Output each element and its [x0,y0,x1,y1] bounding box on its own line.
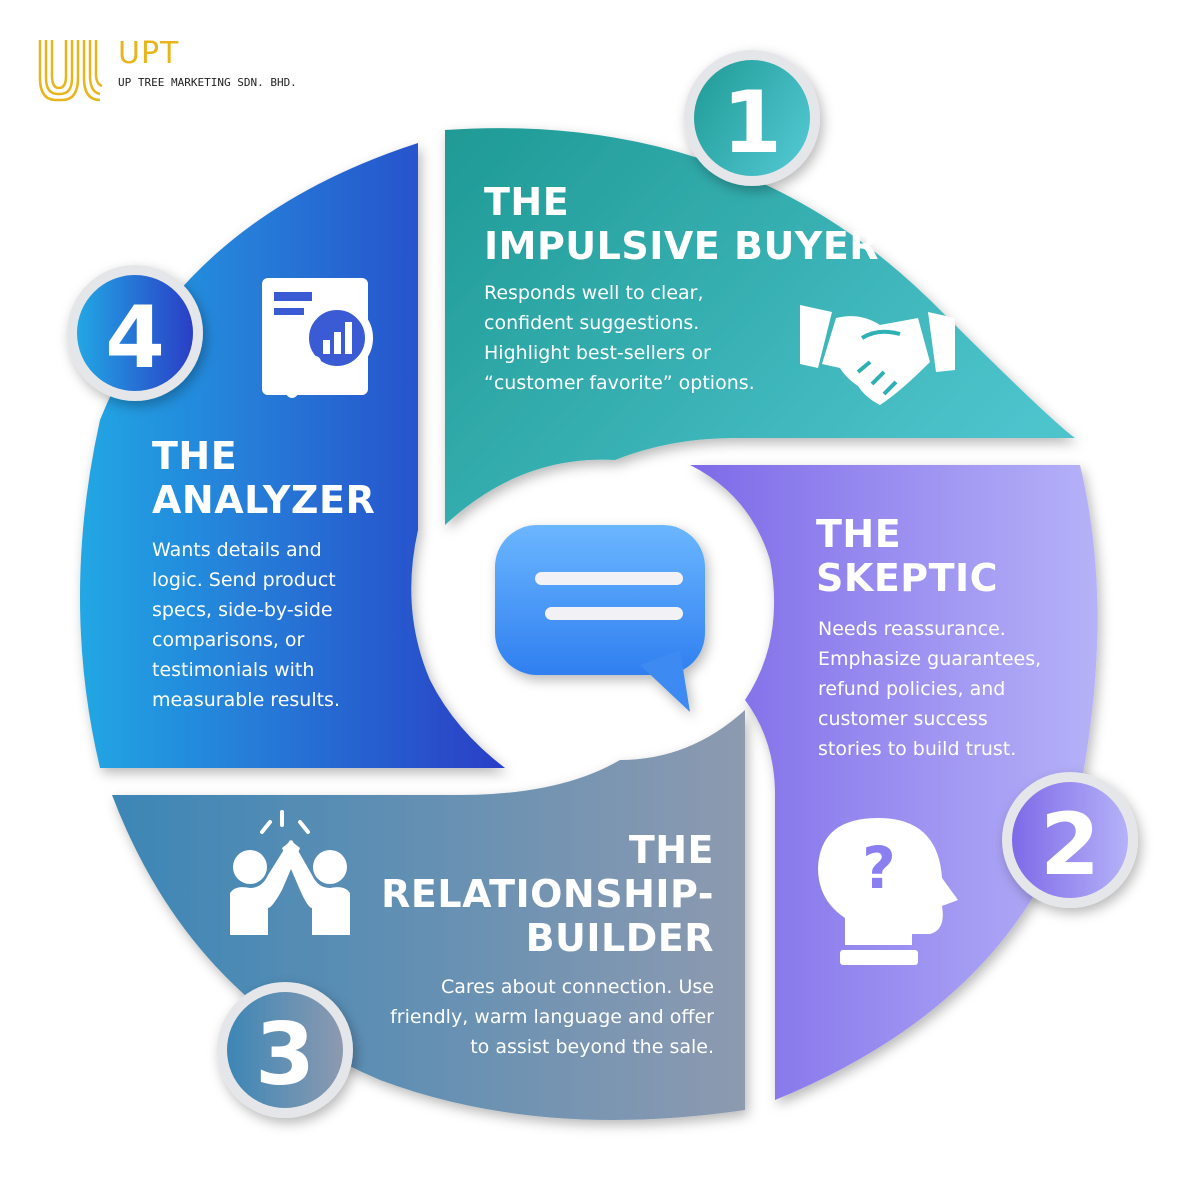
segment-4-body-line: comparisons, or [152,629,305,651]
badge-2-number: 2 [1040,795,1100,895]
segment-3-body-line: to assist beyond the sale. [470,1036,714,1058]
segment-1-panel [445,128,1075,525]
segment-1-title: THE IMPULSIVE BUYER [484,180,879,268]
segment-4-body-line: specs, side-by-side [152,599,333,621]
svg-text:?: ? [862,834,896,902]
badge-2: 2 [1002,772,1138,908]
segment-3-body-line: friendly, warm language and offer [390,1006,714,1028]
badge-4: 4 [67,265,203,401]
segment-2-title-line: SKEPTIC [816,556,999,600]
segment-4-body-line: testimonials with [152,659,315,681]
segment-1-body-line: “customer favorite” options. [484,372,755,394]
segment-1-title-line: IMPULSIVE BUYER [484,224,880,268]
segment-1-body-line: confident suggestions. [484,312,700,334]
badge-1: 1 [684,50,820,186]
segment-2-body-line: stories to build trust. [818,738,1017,760]
segment-4-title-line: THE [152,434,238,478]
segment-3-body: Cares about connection. Use friendly, wa… [390,972,714,1062]
segment-1-body-line: Responds well to clear, [484,282,704,304]
segment-1-title-line: THE [484,180,570,224]
segment-2-title-line: THE [816,512,902,556]
badge-4-number: 4 [105,288,165,388]
segment-4-title-line: ANALYZER [152,478,376,522]
segment-1-body-line: Highlight best-sellers or [484,342,711,364]
brand-subtitle: UP TREE MARKETING SDN. BHD. [118,76,297,89]
segment-1-body: Responds well to clear, confident sugges… [484,278,755,398]
segment-2-body-line: customer success [818,708,988,730]
handshake-icon [800,305,955,405]
segment-3-body-line: Cares about connection. Use [440,976,714,998]
segment-3-panel [112,710,745,1120]
question-head-icon: ? [818,818,958,965]
badge-1-number: 1 [722,73,782,173]
segment-2-title: THE SKEPTIC [816,512,998,600]
segment-2-body-line: Emphasize guarantees, [818,648,1042,670]
segment-4-body: Wants details and logic. Send product sp… [152,535,340,715]
segment-2-panel [690,465,1098,1100]
segment-2-body-line: refund policies, and [818,678,1006,700]
segment-4-title: THE ANALYZER [152,434,375,522]
segment-4-body-line: measurable results. [152,689,340,711]
segment-3-title-line: BUILDER [525,916,714,960]
segment-3-title-line: RELATIONSHIP- [381,872,714,916]
segment-4-body-line: logic. Send product [152,569,336,591]
badge-3: 3 [217,982,353,1118]
segment-2-body-line: Needs reassurance. [818,618,1006,640]
high-five-icon [230,810,350,935]
brand-name: UPT [118,36,180,71]
chat-bubble-icon [495,525,705,712]
segment-3-title-line: THE [628,828,714,872]
segment-2-body: Needs reassurance. Emphasize guarantees,… [818,614,1041,764]
report-magnifier-icon [262,278,373,398]
segment-4-body-line: Wants details and [152,539,322,561]
segment-3-title: THE RELATIONSHIP- BUILDER [381,828,714,960]
brand-logo-icon [38,40,103,102]
badge-3-number: 3 [255,1005,315,1105]
